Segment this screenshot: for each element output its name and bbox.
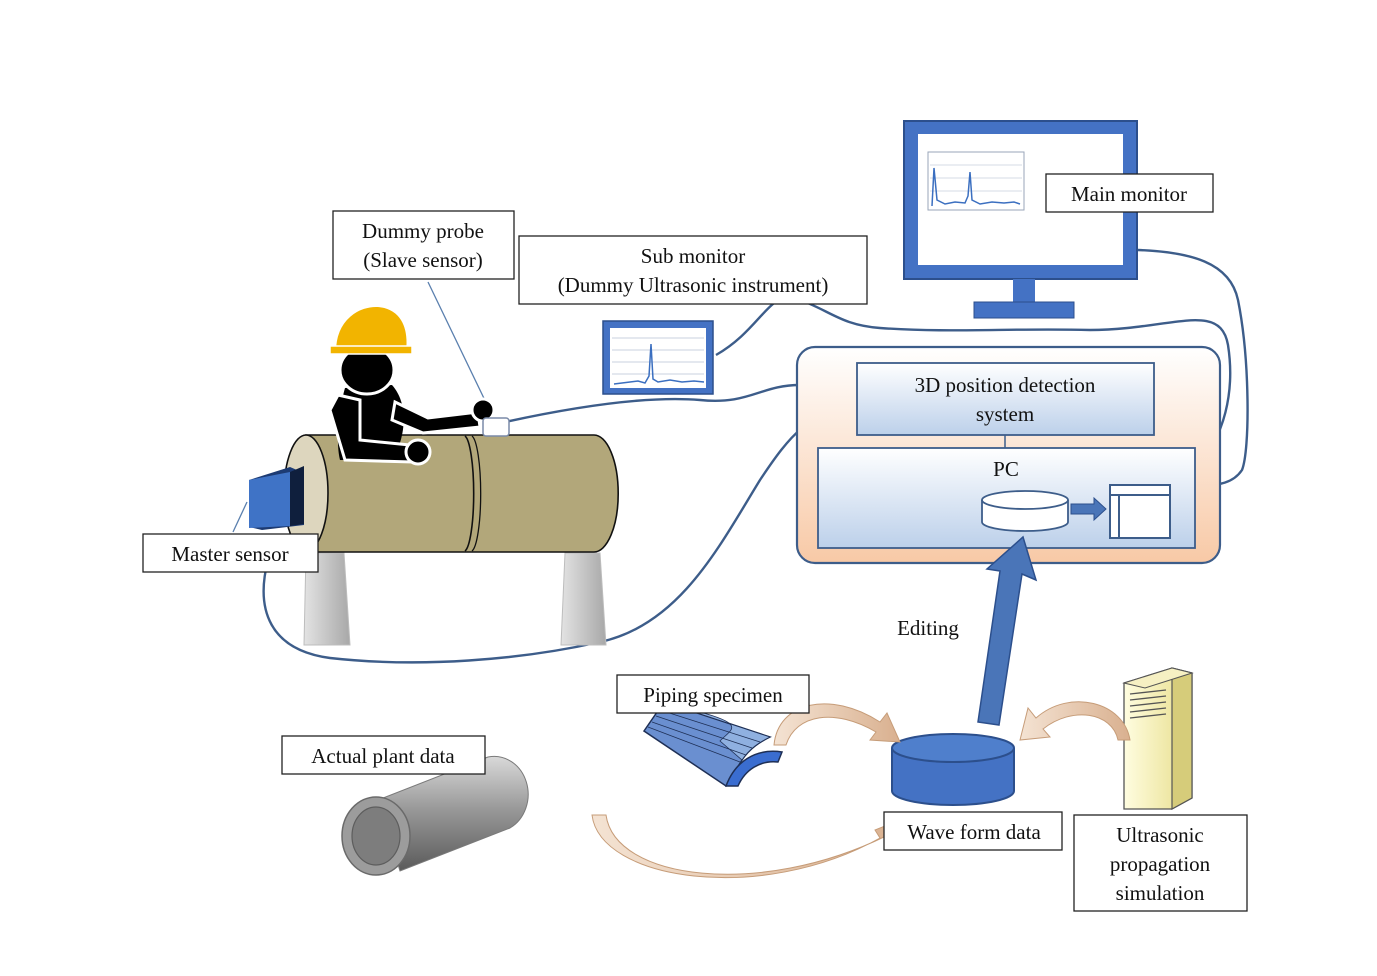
label-position-system-line1: 3D position detection (915, 373, 1096, 397)
label-master-sensor: Master sensor (142, 533, 319, 573)
label-simulation-line2: propagation (1110, 852, 1211, 876)
operator-figure (328, 304, 510, 466)
label-main-monitor: Main monitor (1045, 173, 1214, 213)
pc-arrow-right-icon (1070, 496, 1107, 522)
position-system-box (856, 362, 1155, 436)
piping-specimen-icon (642, 701, 784, 788)
pipe-body (305, 434, 619, 553)
cable-probe-to-system (504, 383, 857, 424)
master-sensor-device (249, 466, 304, 530)
label-main-monitor-text: Main monitor (1071, 182, 1187, 206)
pipe-weld-seam-2 (471, 435, 482, 552)
operator-hand-left (404, 438, 432, 466)
label-dummy-probe-line1: Dummy probe (362, 219, 484, 243)
label-dummy-probe-line2: (Slave sensor) (363, 248, 483, 272)
helmet-brim (329, 345, 413, 355)
sub-monitor-waveform (613, 343, 705, 385)
label-dummy-probe: Dummy probe (Slave sensor) (332, 210, 515, 280)
operator-arm-upper (390, 399, 482, 435)
label-master-sensor-text: Master sensor (171, 542, 288, 566)
pipe-stand-left (303, 552, 351, 646)
pipe-stand-right (560, 552, 607, 646)
label-simulation-line3: simulation (1116, 881, 1205, 905)
label-actual-plant-data-text: Actual plant data (311, 744, 455, 768)
editing-arrow-icon (977, 535, 1038, 726)
waveform-database-icon (891, 733, 1015, 806)
label-sub-monitor: Sub monitor (Dummy Ultrasonic instrument… (518, 235, 868, 305)
label-wave-form-data-text: Wave form data (907, 820, 1041, 844)
dummy-probe-device (482, 417, 510, 437)
sub-monitor-device (602, 320, 714, 395)
label-position-system-line2: system (976, 402, 1034, 426)
helmet-icon (333, 304, 409, 353)
label-wave-form-data: Wave form data (883, 811, 1063, 851)
pc-database-icon (981, 490, 1069, 532)
label-sub-monitor-line2: (Dummy Ultrasonic instrument) (558, 273, 829, 297)
pc-system-panel (795, 345, 1222, 565)
cable-mainmonitor-to-pc (1137, 248, 1249, 489)
flow-arrow-plant (591, 814, 907, 879)
simulation-server-icon (1122, 667, 1194, 811)
label-simulation: Ultrasonic propagation simulation (1073, 814, 1248, 912)
pipe-weld-seam (464, 435, 475, 552)
main-monitor-waveform (931, 167, 1021, 207)
label-actual-plant-data: Actual plant data (281, 735, 486, 775)
label-sub-monitor-line1: Sub monitor (641, 244, 745, 268)
main-monitor-device (903, 120, 1138, 319)
pipe-test-rig (283, 434, 619, 646)
pointer-master-sensor (232, 501, 248, 533)
label-piping-specimen: Piping specimen (616, 674, 810, 714)
plant-pipe-icon (341, 755, 529, 876)
main-monitor-graph-frame (927, 151, 1025, 211)
pc-window-icon (1109, 484, 1171, 539)
label-simulation-line1: Ultrasonic (1116, 823, 1203, 847)
label-piping-specimen-text: Piping specimen (643, 683, 783, 707)
flow-arrow-simulation (1019, 701, 1131, 741)
pointer-dummy-probe (427, 281, 493, 416)
label-pc: PC (993, 457, 1019, 481)
label-editing: Editing (897, 616, 959, 640)
